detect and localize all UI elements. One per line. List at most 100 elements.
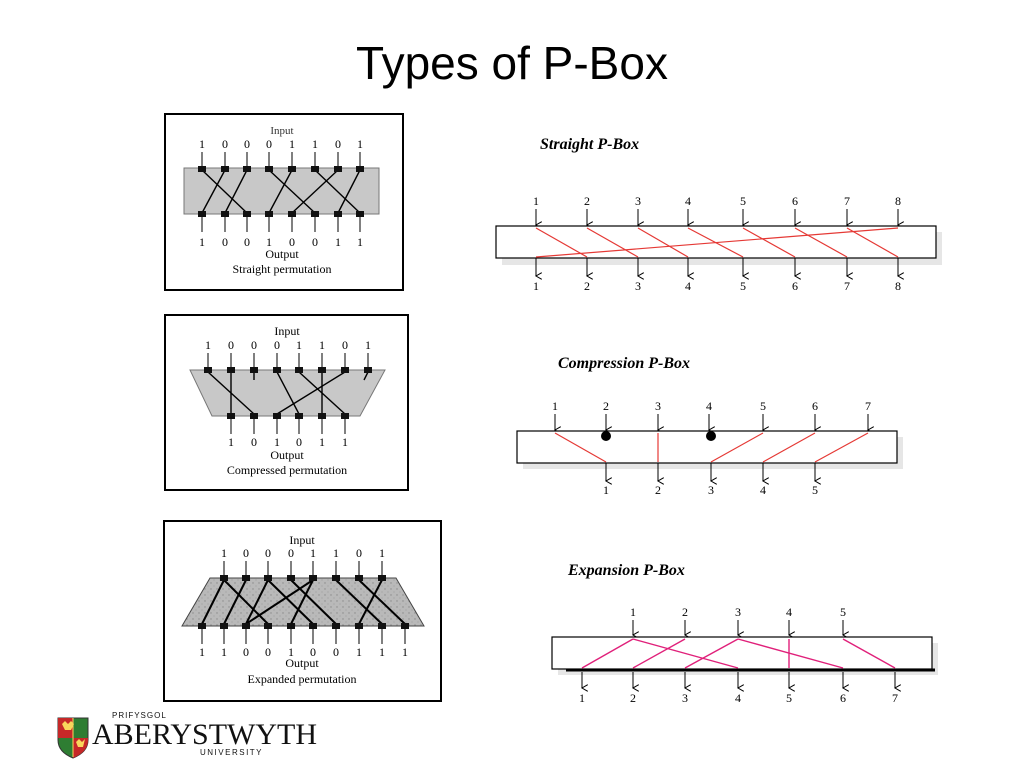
svg-text:1: 1 — [333, 546, 339, 560]
svg-text:5: 5 — [760, 399, 766, 413]
svg-text:6: 6 — [792, 279, 798, 293]
svg-text:0: 0 — [333, 645, 339, 659]
svg-text:2: 2 — [682, 605, 688, 619]
svg-text:2: 2 — [584, 279, 590, 293]
svg-text:3: 3 — [682, 691, 688, 705]
svg-text:1: 1 — [274, 435, 280, 449]
svg-text:0: 0 — [288, 546, 294, 560]
svg-text:1: 1 — [289, 137, 295, 151]
svg-text:1: 1 — [603, 483, 609, 497]
svg-text:1: 1 — [319, 338, 325, 352]
straight-permutation-panel: Input 1 0 0 0 1 1 0 1 — [164, 113, 404, 291]
svg-text:6: 6 — [840, 691, 846, 705]
svg-text:0: 0 — [312, 235, 318, 249]
pbox-output-numbers: 1 2 3 4 5 6 7 — [579, 691, 898, 705]
svg-text:5: 5 — [786, 691, 792, 705]
svg-text:0: 0 — [296, 435, 302, 449]
svg-text:1: 1 — [221, 645, 227, 659]
output-bits: 1 0 1 0 1 1 — [228, 435, 348, 449]
svg-text:0: 0 — [251, 435, 257, 449]
svg-text:7: 7 — [892, 691, 898, 705]
input-bits: 1 0 0 0 1 1 0 1 — [205, 338, 371, 352]
svg-text:2: 2 — [584, 194, 590, 208]
svg-text:7: 7 — [844, 279, 850, 293]
input-bits: 1 0 0 0 1 1 0 1 — [221, 546, 385, 560]
svg-text:0: 0 — [274, 338, 280, 352]
svg-text:0: 0 — [228, 338, 234, 352]
svg-text:0: 0 — [243, 546, 249, 560]
svg-text:4: 4 — [735, 691, 741, 705]
output-bits: 1 1 0 0 1 0 0 1 1 1 — [199, 645, 408, 659]
svg-text:4: 4 — [706, 399, 712, 413]
svg-text:5: 5 — [812, 483, 818, 497]
logo-welsh-text: PRIFYSGOL — [112, 711, 167, 720]
university-crest-icon — [57, 717, 89, 759]
svg-text:0: 0 — [243, 645, 249, 659]
svg-text:3: 3 — [635, 279, 641, 293]
expanded-permutation-panel: Input 1 0 0 0 1 1 0 1 — [163, 520, 442, 702]
svg-text:1: 1 — [356, 645, 362, 659]
svg-text:3: 3 — [635, 194, 641, 208]
svg-text:0: 0 — [310, 645, 316, 659]
input-label: Input — [270, 125, 293, 137]
svg-text:1: 1 — [296, 338, 302, 352]
svg-text:0: 0 — [244, 235, 250, 249]
pbox-input-numbers: 1 2 3 4 5 — [630, 605, 846, 619]
svg-text:1: 1 — [402, 645, 408, 659]
svg-text:8: 8 — [895, 194, 901, 208]
svg-text:1: 1 — [335, 235, 341, 249]
panel-caption: Expanded permutation — [248, 672, 357, 686]
svg-text:1: 1 — [379, 546, 385, 560]
svg-text:1: 1 — [533, 279, 539, 293]
svg-text:1: 1 — [342, 435, 348, 449]
panel-caption: Compressed permutation — [227, 463, 347, 477]
svg-text:1: 1 — [205, 338, 211, 352]
svg-text:6: 6 — [812, 399, 818, 413]
logo-name: ABERYSTWYTH — [92, 718, 317, 751]
svg-text:1: 1 — [199, 645, 205, 659]
svg-text:1: 1 — [199, 235, 205, 249]
svg-text:0: 0 — [356, 546, 362, 560]
output-label: Output — [285, 656, 319, 670]
output-label: Output — [265, 247, 299, 261]
svg-text:7: 7 — [865, 399, 871, 413]
svg-text:1: 1 — [379, 645, 385, 659]
svg-text:0: 0 — [335, 137, 341, 151]
svg-text:0: 0 — [265, 645, 271, 659]
svg-text:1: 1 — [288, 645, 294, 659]
svg-text:1: 1 — [199, 137, 205, 151]
pbox-title: Compression P-Box — [558, 355, 690, 372]
svg-text:1: 1 — [365, 338, 371, 352]
input-label: Input — [274, 324, 300, 338]
svg-text:1: 1 — [310, 546, 316, 560]
svg-text:1: 1 — [221, 546, 227, 560]
pbox-output-numbers: 1 2 3 4 5 6 7 8 — [533, 279, 901, 293]
svg-text:1: 1 — [552, 399, 558, 413]
output-bits: 1 0 0 1 0 0 1 1 — [199, 235, 363, 249]
input-bits: 1 0 0 0 1 1 0 1 — [199, 137, 363, 151]
svg-text:1: 1 — [357, 137, 363, 151]
svg-text:3: 3 — [708, 483, 714, 497]
pbox-title: Straight P-Box — [540, 136, 639, 153]
svg-text:7: 7 — [844, 194, 850, 208]
svg-text:5: 5 — [740, 279, 746, 293]
svg-text:3: 3 — [735, 605, 741, 619]
compression-pbox: Compression P-Box 1 2 3 4 5 6 7 — [516, 355, 903, 497]
svg-text:2: 2 — [603, 399, 609, 413]
straight-pbox: Straight P-Box 1 2 3 4 5 6 7 8 — [495, 136, 942, 293]
svg-text:1: 1 — [579, 691, 585, 705]
svg-text:8: 8 — [895, 279, 901, 293]
svg-text:5: 5 — [840, 605, 846, 619]
svg-text:4: 4 — [685, 194, 691, 208]
slide-title: Types of P-Box — [356, 37, 668, 89]
svg-text:1: 1 — [357, 235, 363, 249]
svg-text:5: 5 — [740, 194, 746, 208]
expansion-pbox: Expansion P-Box 1 2 3 4 5 — [551, 562, 938, 705]
output-label: Output — [270, 448, 304, 462]
pbox-input-numbers: 1 2 3 4 5 6 7 — [552, 399, 871, 413]
svg-text:0: 0 — [244, 137, 250, 151]
svg-text:6: 6 — [792, 194, 798, 208]
pbox-title: Expansion P-Box — [567, 562, 685, 579]
svg-text:1: 1 — [630, 605, 636, 619]
